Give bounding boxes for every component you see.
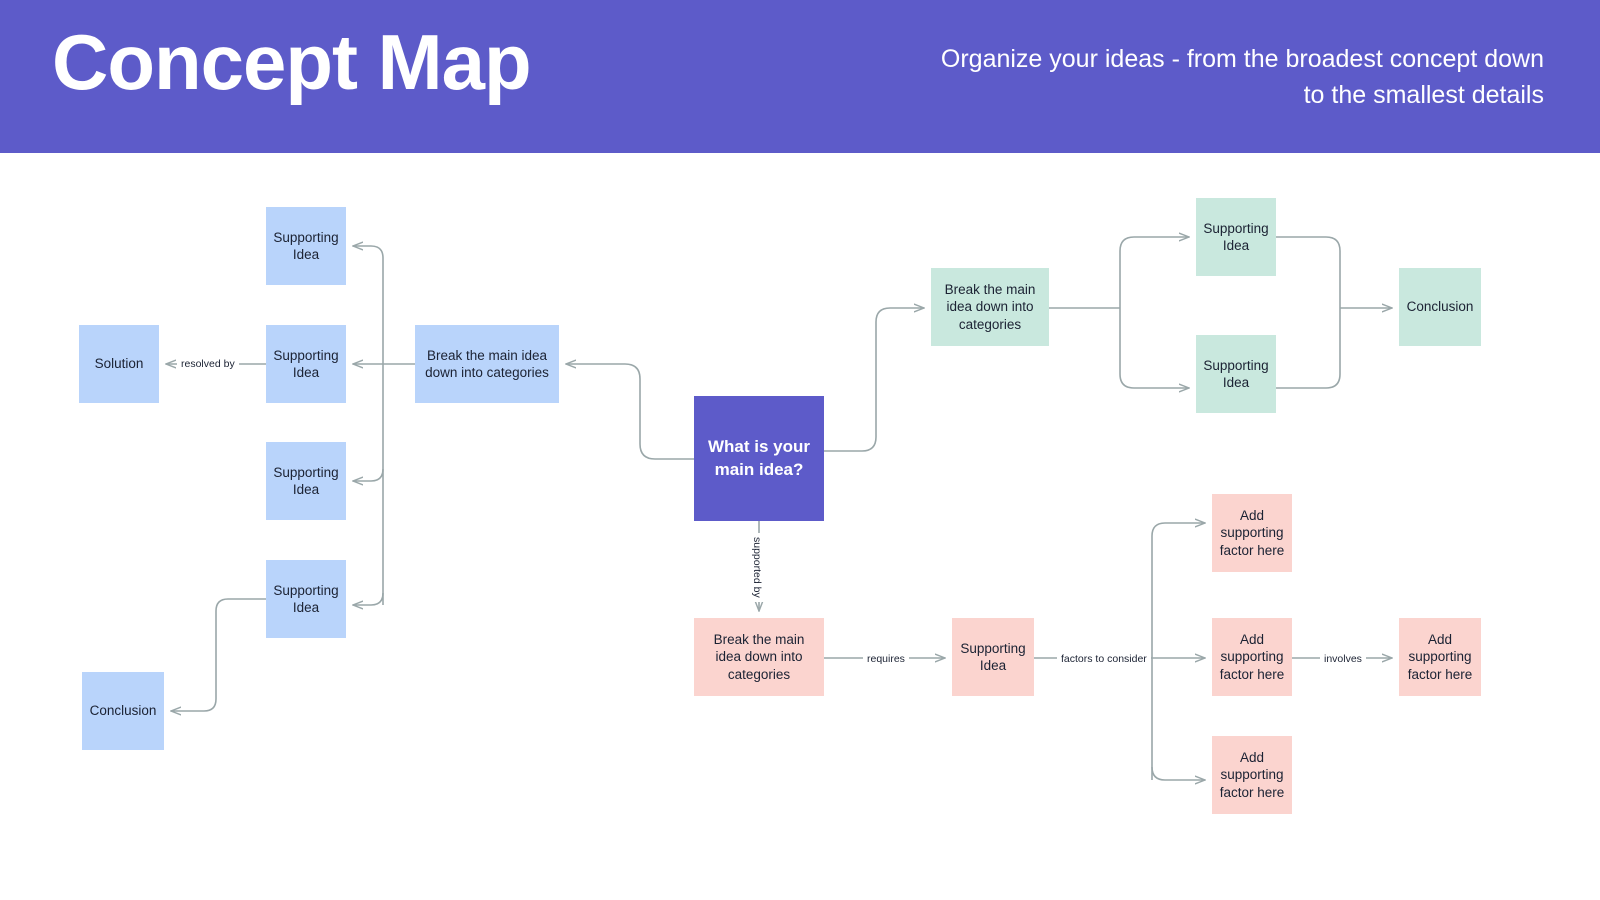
concept-map-canvas: Break the main idea down into categories… [0,153,1600,900]
node-label: Supporting Idea [960,640,1026,673]
node-label: Supporting Idea [273,464,339,497]
node-green-support-2[interactable]: Supporting Idea [1196,335,1276,413]
edge-green-bus-to-support-2 [1119,373,1189,388]
node-blue-solution[interactable]: Solution [79,325,159,403]
node-blue-support-3[interactable]: Supporting Idea [266,442,346,520]
node-label: Break the main idea down into categories [425,347,549,380]
edge-bus-to-blue-support-3 [353,468,384,481]
edge-bus-to-blue-support-4 [353,592,384,605]
node-blue-support-2[interactable]: Supporting Idea [266,325,346,403]
node-label: Supporting Idea [273,347,339,380]
edge-main-to-blue-category [566,364,694,460]
node-green-category[interactable]: Break the main idea down into categories [931,268,1049,346]
node-label: Solution [94,356,144,372]
edge-pink-bus-to-factor-1 [1151,523,1205,537]
node-label: Add supporting factor here [1219,508,1285,558]
node-blue-conclusion[interactable]: Conclusion [82,672,164,750]
edge-main-to-green-category [824,308,924,452]
node-label: What is your main idea? [707,437,810,479]
edge-label-requires: requires [863,652,909,666]
edge-blue-support-4-to-conclusion [171,598,266,711]
node-label: Add supporting factor here [1407,632,1473,682]
edge-green-bus-to-support-1 [1119,237,1189,252]
edge-bus-to-blue-support-1 [353,246,384,259]
node-label: Supporting Idea [273,582,339,615]
page-title: Concept Map [52,18,532,106]
node-pink-factor-1[interactable]: Add supporting factor here [1212,494,1292,572]
node-pink-factor-4[interactable]: Add supporting factor here [1399,618,1481,696]
node-label: Supporting Idea [1203,357,1269,390]
node-label: Supporting Idea [273,229,339,262]
node-label: Break the main idea down into categories [713,632,805,682]
edge-green-support-1-to-merge [1276,236,1341,308]
edge-label-resolved-by: resolved by [177,357,239,371]
page-subtitle: Organize your ideas - from the broadest … [940,45,1544,109]
node-green-support-1[interactable]: Supporting Idea [1196,198,1276,276]
node-blue-support-1[interactable]: Supporting Idea [266,207,346,285]
node-pink-support[interactable]: Supporting Idea [952,618,1034,696]
node-label: Conclusion [1406,299,1474,315]
node-pink-factor-2[interactable]: Add supporting factor here [1212,618,1292,696]
edge-pink-bus-to-factor-3 [1151,766,1205,780]
node-label: Add supporting factor here [1219,750,1285,800]
node-label: Break the main idea down into categories [944,282,1036,332]
node-label: Conclusion [89,703,157,719]
edge-label-factors-to-consider: factors to consider [1057,652,1151,666]
edge-label-involves: involves [1320,652,1366,666]
node-label: Add supporting factor here [1219,632,1285,682]
node-green-conclusion[interactable]: Conclusion [1399,268,1481,346]
node-blue-category[interactable]: Break the main idea down into categories [415,325,559,403]
edge-label-supported-by: supported by [750,533,764,602]
node-label: Supporting Idea [1203,220,1269,253]
node-blue-support-4[interactable]: Supporting Idea [266,560,346,638]
page-header: Concept Map Organize your ideas - from t… [0,0,1600,153]
node-main-idea[interactable]: What is your main idea? [694,396,824,521]
edge-green-support-2-to-merge [1276,308,1341,389]
connector-layer [0,153,1600,900]
node-pink-factor-3[interactable]: Add supporting factor here [1212,736,1292,814]
node-pink-category[interactable]: Break the main idea down into categories [694,618,824,696]
